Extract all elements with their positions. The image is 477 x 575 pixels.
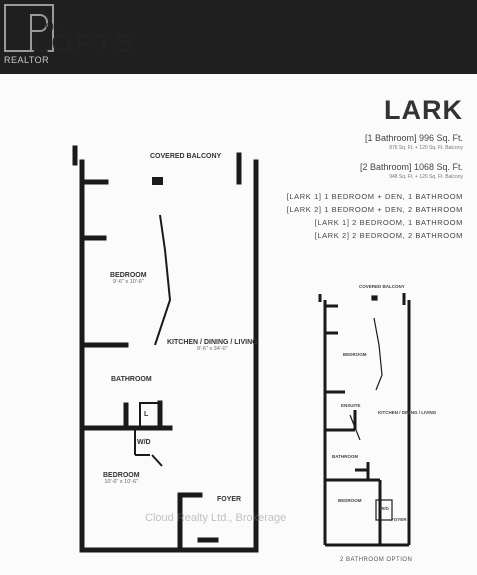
brand-the: THE [44,22,68,32]
unit-type-4: [LARK 2] 2 BEDROOM, 2 BATHROOM [314,231,463,240]
option-1-area: [1 Bathroom] 996 Sq. Ft. [364,133,463,143]
mini-room-bathroom: BATHROOM [332,454,359,459]
room-bedroom-1: BEDROOM 9'-6" x 10'-6" [110,272,147,285]
unit-type-2: [LARK 2] 1 BEDROOM + DEN, 2 BATHROOM [286,205,463,214]
room-laundry: W/D [137,439,151,446]
mini-room-balcony: COVERED BALCONY [359,284,405,289]
mini-room-ensuite: ENSUITE [341,403,361,408]
unit-type-1: [LARK 1] 1 BEDROOM + DEN, 1 BATHROOM [286,192,463,201]
room-kitchen-dining-living: KITCHEN / DINING / LIVING 9'-6" x 34'-0" [167,339,258,352]
room-covered-balcony: COVERED BALCONY [150,153,222,160]
mini-room-kitchen: KITCHEN / DINING / LIVING [378,410,437,415]
mini-room-bedroom: BEDROOM [343,352,367,357]
realtor-logo-icon [4,4,54,52]
option-1-detail: 876 Sq. Ft. + 120 Sq. Ft. Balcony [389,145,463,151]
brand-lofts: LOFTS [32,28,136,58]
header-banner: REALTOR THE LOFTS [0,0,477,74]
mini-room-foyer: FOYER [391,517,407,522]
room-bathroom: BATHROOM [111,376,152,383]
room-closet: L [144,411,149,418]
option-2-area: [2 Bathroom] 1068 Sq. Ft. [359,162,463,172]
mini-room-bedroom-2: BEDROOM [338,498,362,503]
brokerage-watermark: Cloud Realty Ltd., Brokerage [145,512,287,524]
mini-room-laundry: W/D [380,506,389,511]
unit-type-3: [LARK 1] 2 BEDROOM, 1 BATHROOM [314,218,463,227]
room-foyer: FOYER [217,496,242,503]
plan-name: LARK [384,95,463,125]
realtor-label: REALTOR [4,55,50,65]
room-bedroom-2: BEDROOM 10'-6" x 10'-6" [103,472,140,485]
option-2-detail: 948 Sq. Ft. + 120 Sq. Ft. Balcony [389,174,463,180]
mini-plan-caption: 2 BATHROOM OPTION [340,557,413,563]
